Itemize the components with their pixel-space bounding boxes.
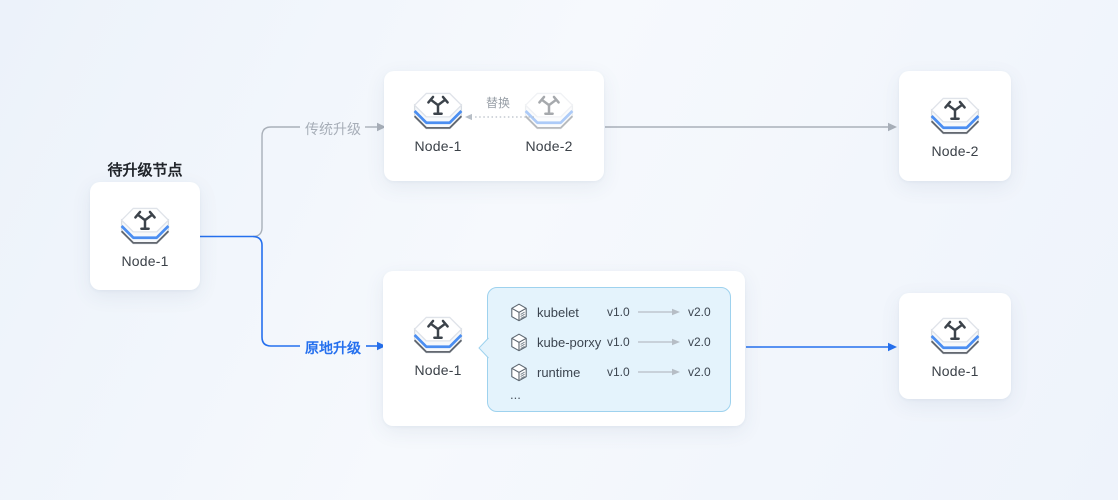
node-label: Node-1 — [414, 362, 462, 378]
inplace-result-node: Node-1 — [929, 314, 981, 379]
version-arrow-icon — [638, 368, 680, 376]
component-name: kubelet — [537, 304, 579, 320]
component-name: runtime — [537, 364, 581, 380]
traditional-result-card: Node-2 — [899, 71, 1011, 181]
traditional-node-old: Node-2 — [509, 89, 589, 154]
arrowhead-icon — [888, 122, 897, 132]
traditional-branch-line — [252, 122, 386, 238]
node-icon — [120, 206, 170, 245]
inplace-node: Node-1 — [398, 313, 478, 378]
source-node-card: Node-1 — [90, 182, 200, 290]
source-node: Node-1 — [119, 204, 171, 269]
node-icon — [930, 96, 980, 135]
component-row: kube-porxy v1.0 v2.0 — [510, 327, 716, 357]
traditional-result-arrow — [605, 122, 897, 132]
inplace-branch-label: 原地升级 — [305, 340, 361, 356]
callout-tail — [478, 337, 489, 359]
node-label: Node-2 — [525, 138, 573, 154]
version-to: v2.0 — [688, 305, 711, 319]
component-name: kube-porxy — [537, 334, 602, 350]
inplace-result-arrow — [746, 342, 897, 352]
arrowhead-icon — [888, 342, 897, 352]
version-from: v1.0 — [607, 335, 630, 349]
version-from: v1.0 — [607, 365, 630, 379]
traditional-node-new: Node-1 — [398, 89, 478, 154]
inplace-upgrade-card: Node-1 kubelet v1.0 v2.0 kube-porxy v1.0 — [383, 271, 745, 426]
version-from: v1.0 — [607, 305, 630, 319]
cube-icon — [511, 333, 527, 351]
inplace-branch-line — [252, 235, 386, 351]
node-label: Node-1 — [121, 252, 169, 269]
traditional-branch-label: 传统升级 — [305, 121, 361, 137]
replace-arrow-icon — [465, 113, 534, 121]
node-label: Node-1 — [931, 362, 979, 379]
version-arrow-icon — [638, 308, 680, 316]
source-title: 待升级节点 — [107, 162, 183, 179]
version-arrow-icon — [638, 338, 680, 346]
node-label: Node-1 — [414, 138, 462, 154]
arrowhead-icon — [377, 341, 386, 351]
traditional-result-node: Node-2 — [929, 94, 981, 159]
cube-icon — [511, 303, 527, 321]
node-icon — [413, 316, 463, 354]
component-row: kubelet v1.0 v2.0 — [510, 297, 716, 327]
component-row: runtime v1.0 v2.0 — [510, 357, 716, 387]
node-label: Node-2 — [931, 142, 979, 159]
traditional-upgrade-card: Node-1 Node-2 替换 — [384, 71, 604, 181]
inplace-result-card: Node-1 — [899, 293, 1011, 399]
version-to: v2.0 — [688, 365, 711, 379]
replace-label: 替换 — [485, 96, 510, 110]
version-to: v2.0 — [688, 335, 711, 349]
node-icon — [930, 316, 980, 355]
more-components-ellipsis: ... — [510, 387, 521, 402]
cube-icon — [511, 363, 527, 381]
node-icon — [413, 92, 463, 130]
components-callout: kubelet v1.0 v2.0 kube-porxy v1.0 v2.0 r… — [478, 287, 731, 412]
arrowhead-icon — [377, 122, 386, 132]
